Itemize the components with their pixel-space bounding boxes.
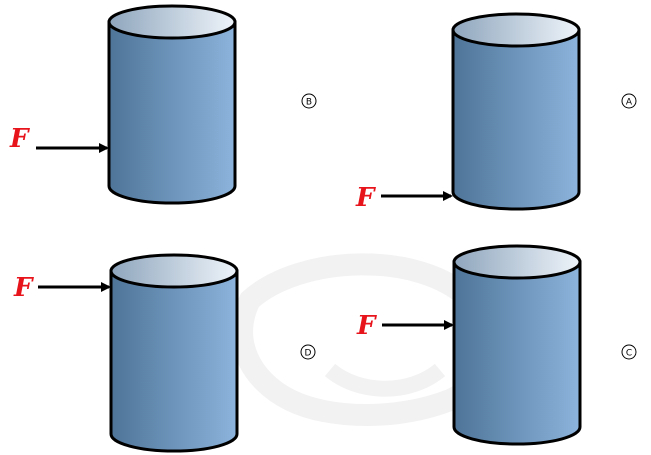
svg-text:B: B <box>306 97 312 107</box>
cylinder <box>109 253 239 453</box>
svg-text:C: C <box>626 348 632 358</box>
panel-bottom-left: F D <box>13 253 316 453</box>
cylinder <box>452 244 582 446</box>
cylinder <box>451 12 581 211</box>
force-label: F <box>355 183 376 213</box>
option-marker-d: D <box>300 344 316 360</box>
cylinder <box>107 4 237 205</box>
option-marker-c: C <box>621 344 637 360</box>
force-label: F <box>356 311 377 341</box>
option-marker-a: A <box>621 93 637 109</box>
panel-top-right: F A <box>355 12 637 213</box>
option-marker-b: B <box>301 93 317 109</box>
panel-bottom-right: F C <box>356 244 637 446</box>
force-label: F <box>9 124 30 154</box>
force-label: F <box>13 273 34 303</box>
panel-top-left: F B <box>9 4 317 205</box>
svg-text:A: A <box>626 97 633 107</box>
svg-text:D: D <box>305 348 312 358</box>
